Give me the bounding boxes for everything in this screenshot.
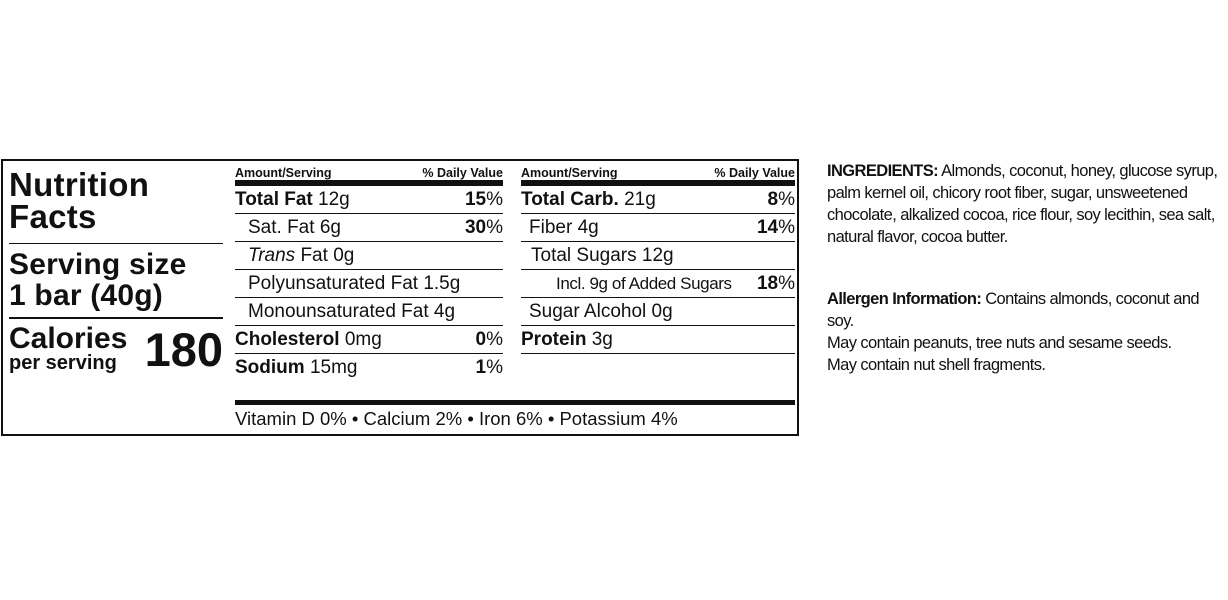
nutrient-column-left: Amount/Serving % Daily Value Total Fat 1… (235, 166, 503, 382)
calories-label: Calories (9, 322, 128, 355)
divider (9, 317, 223, 319)
column-header: Amount/Serving % Daily Value (235, 166, 503, 180)
allergen-heading: Allergen Information: (827, 290, 982, 308)
row-sugar-alcohol: Sugar Alcohol 0g (521, 298, 795, 326)
label-left-panel: Nutrition Facts Serving size 1 bar (40g)… (9, 166, 223, 376)
nutrition-facts-label: Nutrition Facts Serving size 1 bar (40g)… (1, 159, 799, 436)
divider (9, 243, 223, 244)
row-fiber: Fiber 4g 14% (521, 214, 795, 242)
serving-size: Serving size 1 bar (40g) (9, 248, 187, 312)
vitamins-minerals: Vitamin D 0% • Calcium 2% • Iron 6% • Po… (235, 408, 678, 429)
row-total-sugars: Total Sugars 12g (521, 242, 795, 270)
row-cholesterol: Cholesterol 0mg 0% (235, 326, 503, 354)
allergen-block: Allergen Information: Contains almonds, … (827, 288, 1227, 376)
calories-row: Calories per serving 180 (9, 322, 223, 376)
allergen-line-1: Contains almonds, coconut and soy. (827, 290, 1200, 330)
row-monounsaturated-fat: Monounsaturated Fat 4g (235, 298, 503, 326)
row-polyunsaturated-fat: Polyunsaturated Fat 1.5g (235, 270, 503, 298)
row-added-sugars: Incl. 9g of Added Sugars 18% (521, 270, 795, 298)
row-protein: Protein 3g (521, 326, 795, 354)
calories-value: 180 (144, 323, 223, 376)
nutrient-column-right: Amount/Serving % Daily Value Total Carb.… (521, 166, 795, 382)
row-sat-fat: Sat. Fat 6g 30% (235, 214, 503, 242)
row-sodium: Sodium 15mg 1% (235, 357, 503, 378)
ingredients-text: Almonds, coconut, honey, glucose syrup, … (827, 162, 1218, 246)
allergen-line-2: May contain peanuts, tree nuts and sesam… (827, 334, 1172, 352)
row-total-fat: Total Fat 12g 15% (235, 186, 503, 214)
thick-divider (235, 180, 503, 186)
allergen-line-3: May contain nut shell fragments. (827, 356, 1046, 374)
row-trans-fat: Trans Fat 0g (235, 242, 503, 270)
thick-divider (521, 180, 795, 186)
calories-sub: per serving (9, 352, 117, 374)
ingredients-block: INGREDIENTS: Almonds, coconut, honey, gl… (827, 160, 1227, 248)
row-total-carb: Total Carb. 21g 8% (521, 186, 795, 214)
ingredients-heading: INGREDIENTS: (827, 162, 939, 180)
column-header: Amount/Serving % Daily Value (521, 166, 795, 180)
vitamins-divider (235, 400, 795, 405)
label-title: Nutrition Facts (9, 166, 150, 235)
row-empty (521, 354, 795, 382)
